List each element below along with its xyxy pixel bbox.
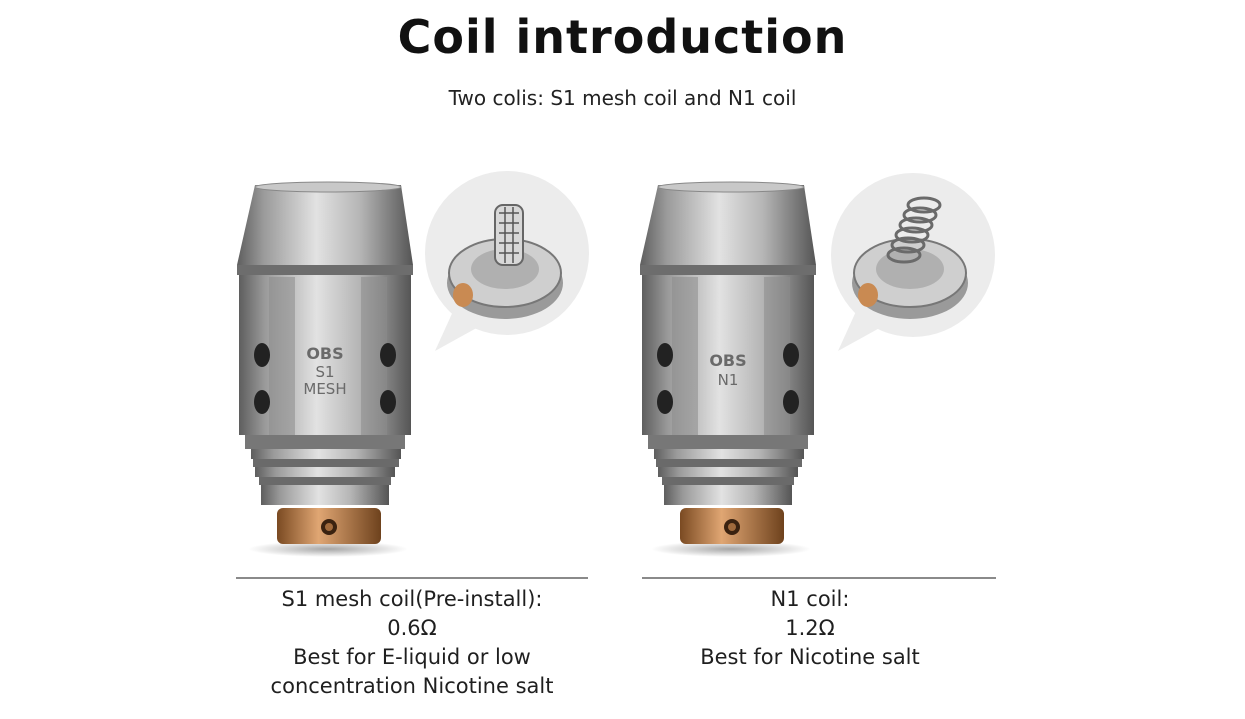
n1-coil-image: OBS N1	[640, 173, 995, 557]
n1-use-line1: Best for Nicotine salt	[700, 645, 920, 669]
engraving-model: S1	[315, 363, 334, 381]
s1-caption: S1 mesh coil(Pre-install): 0.6Ω Best for…	[236, 585, 588, 701]
s1-use-line1: Best for E-liquid or low	[293, 645, 531, 669]
air-hole	[783, 390, 799, 414]
shadow	[651, 541, 811, 557]
s1-divider	[236, 577, 588, 579]
n1-coil-product: OBS N1	[628, 165, 1008, 565]
page-title: Coil introduction	[397, 10, 848, 64]
engraving-model: N1	[718, 371, 739, 389]
mesh-coil-icon	[494, 204, 524, 266]
air-hole	[380, 343, 396, 367]
air-hole	[380, 390, 396, 414]
n1-name: N1 coil:	[770, 587, 850, 611]
s1-coil-image: OBS S1 MESH	[237, 171, 589, 557]
engraving-type: MESH	[303, 380, 346, 398]
air-hole	[254, 390, 270, 414]
engraving-brand: OBS	[709, 351, 746, 370]
engraving-brand: OBS	[306, 344, 343, 363]
s1-coil-product: OBS S1 MESH	[225, 165, 605, 565]
top-cap	[237, 185, 413, 265]
air-hole	[783, 343, 799, 367]
top-cap	[640, 185, 816, 265]
shadow	[248, 541, 408, 557]
page-subtitle: Two colis: S1 mesh coil and N1 coil	[448, 86, 797, 110]
s1-name: S1 mesh coil(Pre-install):	[281, 587, 543, 611]
s1-use-line2: concentration Nicotine salt	[270, 674, 554, 698]
air-hole	[657, 390, 673, 414]
air-hole	[254, 343, 270, 367]
wire-coil-icon	[886, 196, 942, 264]
n1-resistance: 1.2Ω	[785, 616, 835, 640]
air-hole	[657, 343, 673, 367]
n1-divider	[642, 577, 996, 579]
n1-caption: N1 coil: 1.2Ω Best for Nicotine salt	[633, 585, 987, 672]
s1-resistance: 0.6Ω	[387, 616, 437, 640]
